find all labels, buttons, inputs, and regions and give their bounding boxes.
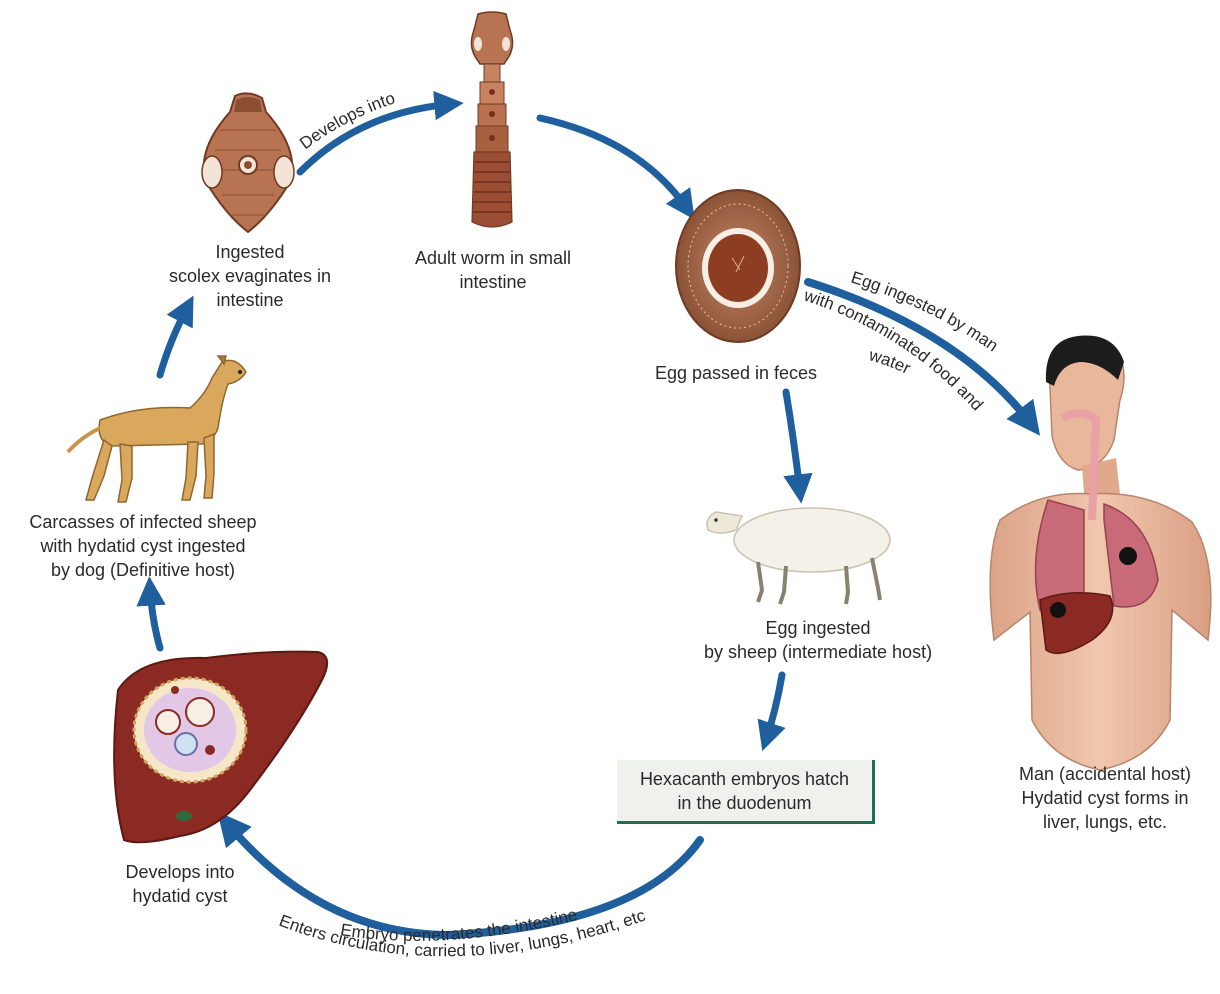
label-sheep-intermediate-host: Egg ingested by sheep (intermediate host… bbox=[676, 616, 960, 664]
arrow-label-egg-ingested-by-man: Egg ingested by man bbox=[849, 268, 1002, 356]
liver-cyst-icon bbox=[114, 652, 327, 843]
hexacanth-hatch-box: Hexacanth embryos hatch in the duodenum bbox=[617, 760, 875, 824]
sheep-icon bbox=[707, 508, 890, 604]
dog-icon bbox=[68, 356, 246, 502]
label-man-accidental-host: Man (accidental host) Hydatid cyst forms… bbox=[1000, 762, 1210, 834]
egg-icon bbox=[676, 190, 800, 342]
arrow-adult-to-egg bbox=[540, 118, 688, 210]
label-egg-passed: Egg passed in feces bbox=[636, 361, 836, 385]
label-hydatid-cyst: Develops into hydatid cyst bbox=[100, 860, 260, 908]
arrow-cyst-to-dog bbox=[150, 588, 160, 648]
adult-worm-icon bbox=[471, 12, 512, 227]
cycle-arrows bbox=[150, 104, 1032, 935]
arrow-egg-to-sheep bbox=[786, 392, 800, 492]
label-dog-definitive-host: Carcasses of infected sheep with hydatid… bbox=[4, 510, 282, 582]
label-scolex: Ingested scolex evaginates in intestine bbox=[140, 240, 360, 312]
arrow-sheep-to-hatch bbox=[766, 675, 782, 740]
label-adult-worm: Adult worm in small intestine bbox=[385, 246, 601, 294]
human-torso-icon bbox=[990, 336, 1211, 770]
scolex-icon bbox=[202, 93, 294, 232]
arrow-dog-to-scolex bbox=[160, 306, 188, 375]
